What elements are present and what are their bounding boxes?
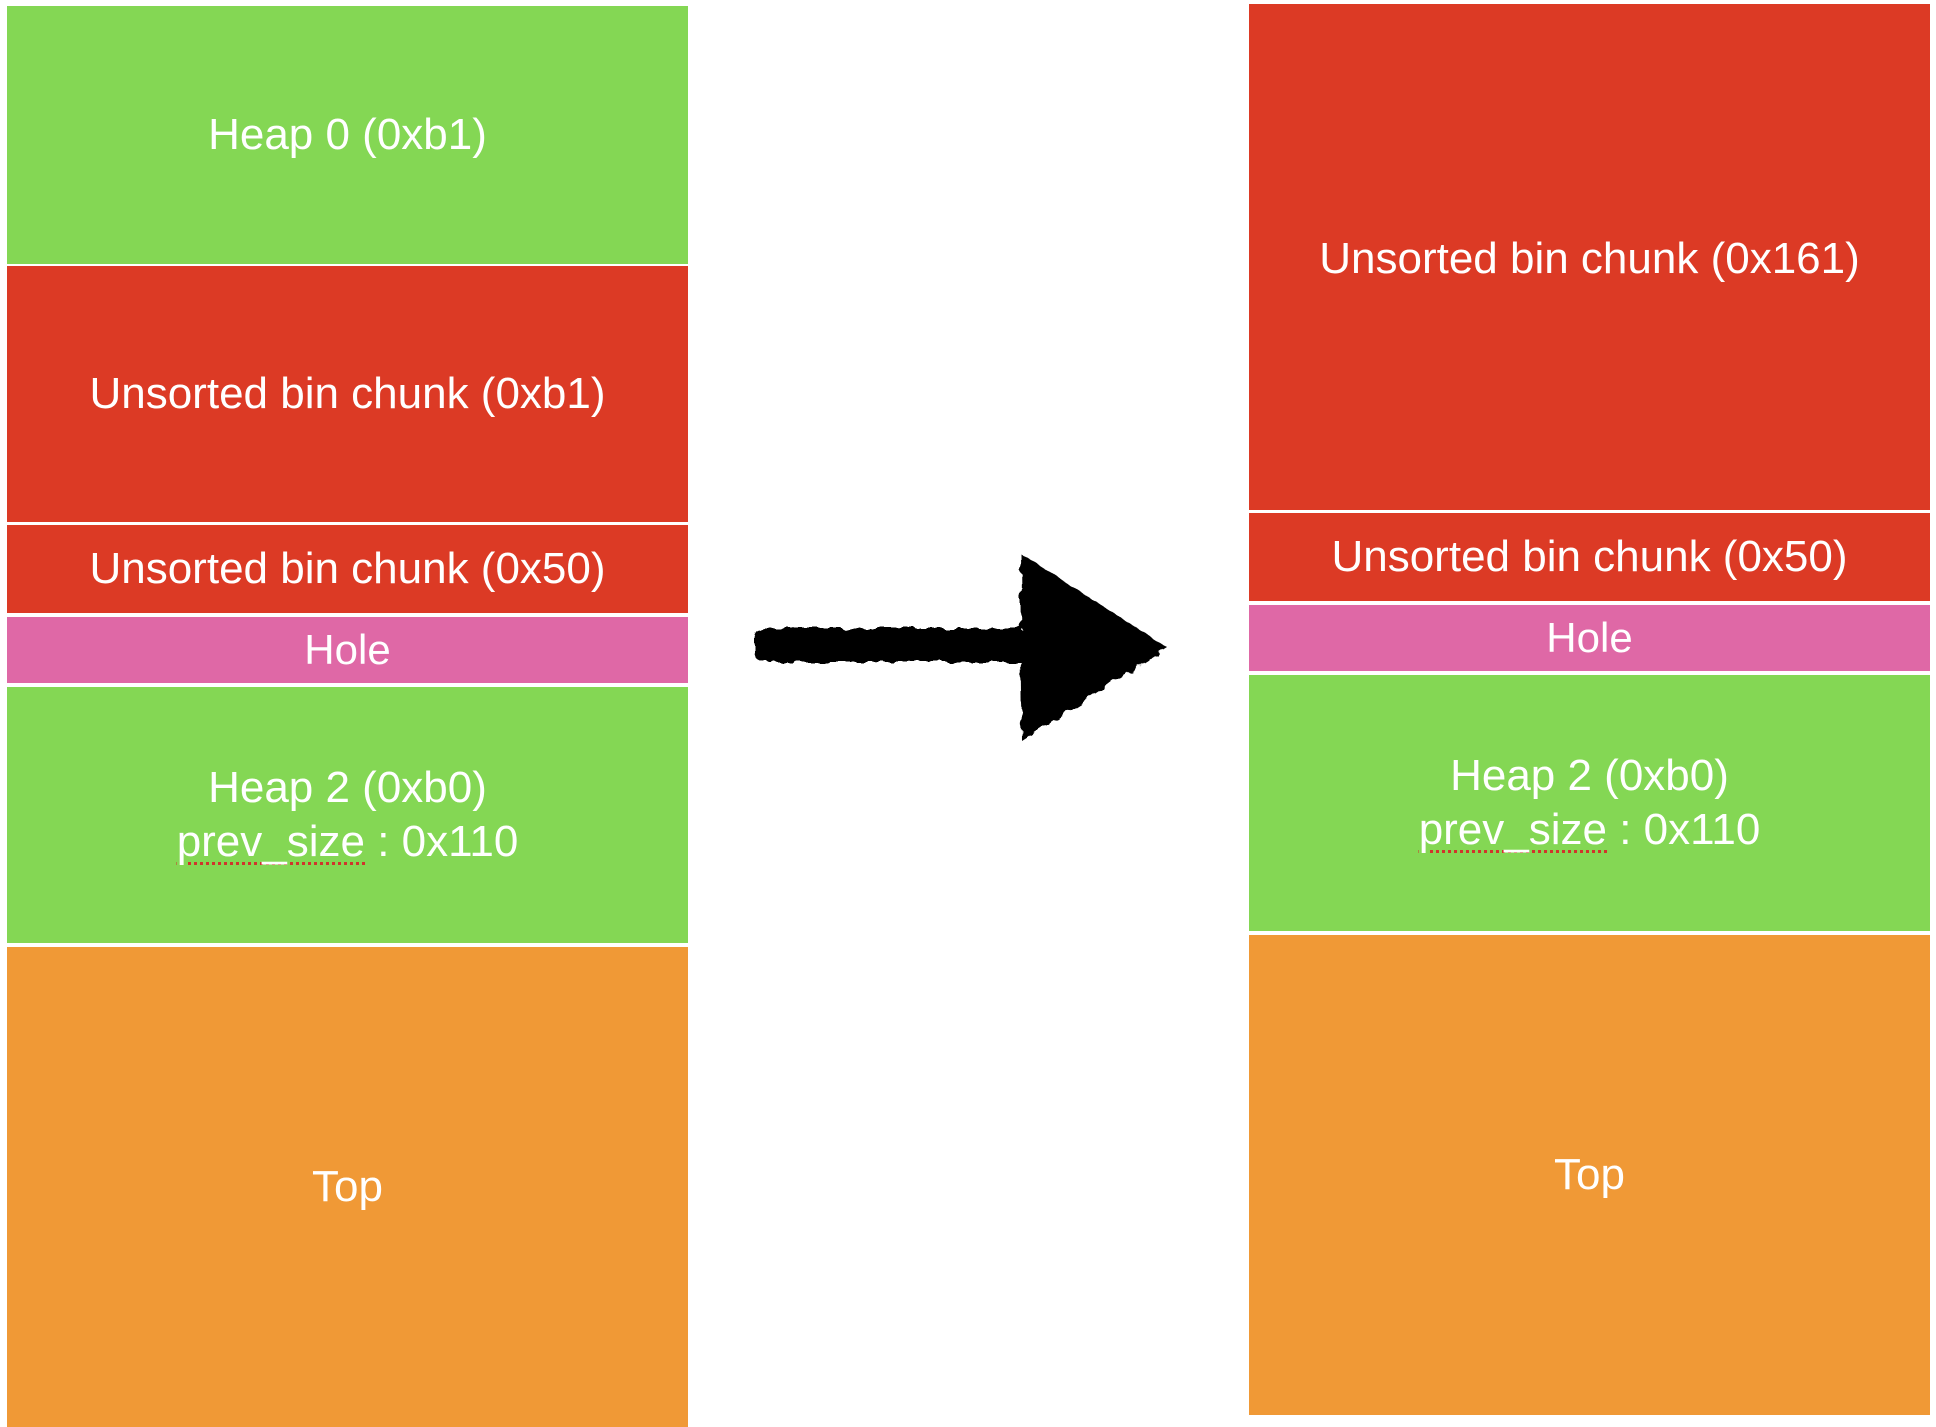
unsorted-bin-chunk-small-label: Unsorted bin chunk (0x50) (89, 544, 606, 594)
unsorted-bin-chunk-small-label: Unsorted bin chunk (0x50) (1331, 532, 1848, 582)
heap2-title: Heap 2 (0xb0) (208, 763, 487, 813)
right-arrow-icon (754, 553, 1168, 741)
heap0-label: Heap 0 (0xb1) (208, 110, 487, 160)
arrow-head (1020, 553, 1168, 741)
hole-chunk: Hole (7, 617, 688, 683)
arrow-shaft (754, 628, 1054, 662)
prev-size-value: : 0x110 (365, 817, 519, 866)
unsorted-bin-chunk-large: Unsorted bin chunk (0xb1) (7, 266, 688, 522)
top-chunk: Top (7, 947, 688, 1427)
before-heap-layout: Heap 0 (0xb1) Unsorted bin chunk (0xb1) … (7, 0, 688, 1427)
heap2-title: Heap 2 (0xb0) (1450, 751, 1729, 801)
heap2-prev-size: prev_size : 0x110 (1419, 803, 1761, 857)
heap2-chunk: Heap 2 (0xb0) prev_size : 0x110 (1249, 675, 1930, 931)
prev-size-value: : 0x110 (1607, 805, 1761, 854)
hole-label: Hole (304, 626, 391, 674)
heap2-prev-size: prev_size : 0x110 (177, 815, 519, 869)
unsorted-bin-chunk-large-label: Unsorted bin chunk (0x161) (1319, 234, 1860, 283)
top-label: Top (312, 1162, 383, 1212)
top-label: Top (1554, 1150, 1625, 1200)
after-heap-layout: Unsorted bin chunk (0x161) Unsorted bin … (1249, 0, 1930, 1422)
prev-size-key: prev_size (1418, 805, 1607, 854)
unsorted-bin-chunk-large: Unsorted bin chunk (0x161) (1249, 4, 1930, 510)
hole-chunk: Hole (1249, 605, 1930, 671)
unsorted-bin-chunk-small: Unsorted bin chunk (0x50) (7, 525, 688, 613)
prev-size-key: prev_size (176, 817, 365, 866)
hole-label: Hole (1546, 614, 1633, 662)
heap2-chunk: Heap 2 (0xb0) prev_size : 0x110 (7, 687, 688, 943)
unsorted-bin-chunk-large-label: Unsorted bin chunk (0xb1) (89, 369, 606, 419)
heap0-chunk: Heap 0 (0xb1) (7, 6, 688, 264)
top-chunk: Top (1249, 935, 1930, 1415)
unsorted-bin-chunk-small: Unsorted bin chunk (0x50) (1249, 513, 1930, 601)
